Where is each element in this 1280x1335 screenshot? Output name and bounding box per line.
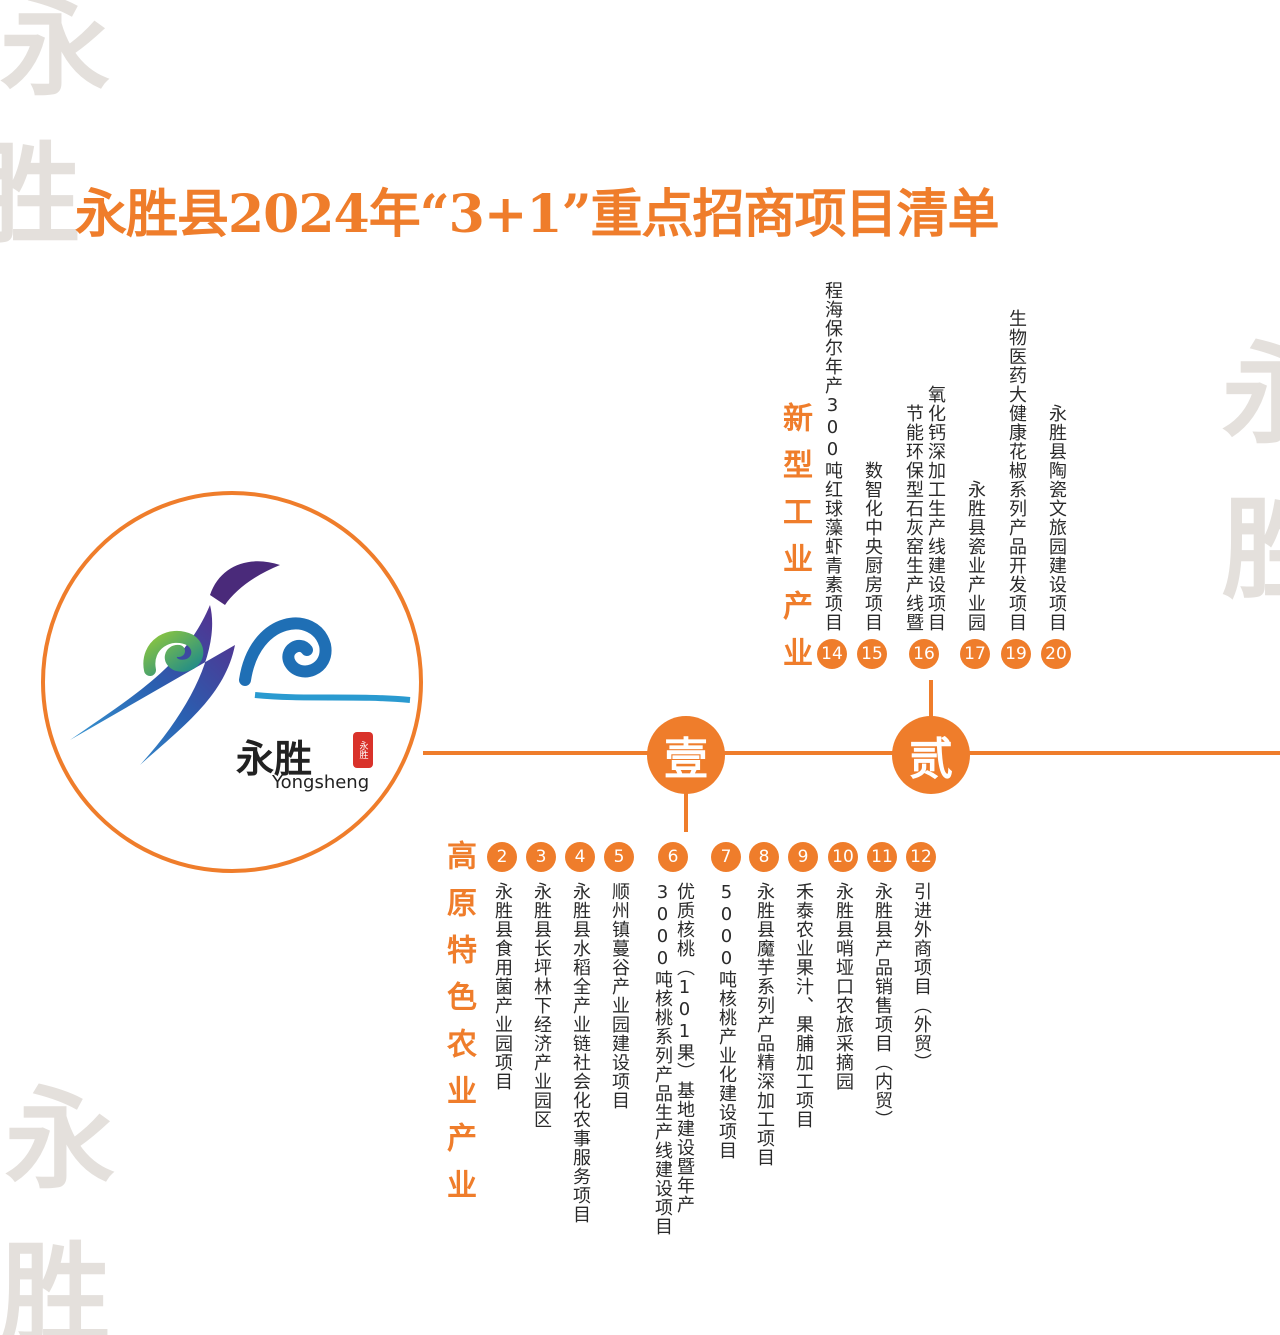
- project-name: 生物医药大健康花椒系列产品开发项目: [1006, 309, 1027, 632]
- project-item: 永胜县哨垭口农旅采摘园: [833, 882, 854, 1091]
- project-item: 永胜县食用菌产业园项目: [492, 882, 513, 1091]
- project-name: 永胜县食用菌产业园项目: [492, 882, 513, 1091]
- project-name: 顺州镇蔓谷产业园建设项目: [609, 882, 630, 1110]
- project-number-badge: 7: [711, 842, 741, 872]
- project-name: 永胜县哨垭口农旅采摘园: [833, 882, 854, 1091]
- project-name: 永胜县长坪林下经济产业园区: [531, 882, 552, 1129]
- project-name: 节能环保型石灰窑生产线暨: [903, 404, 924, 632]
- category-label-agriculture: 高原特色农业产业: [441, 840, 476, 1216]
- project-item: 引进外商项目（外贸）: [911, 882, 932, 1072]
- project-item: 5000吨核桃产业化建设项目: [716, 882, 737, 1160]
- project-number-badge: 8: [749, 842, 779, 872]
- project-number-badge: 20: [1041, 639, 1071, 669]
- project-item: 3000吨核桃系列产品生产线建设项目优质核桃（101果）基地建设暨年产: [652, 882, 695, 1236]
- project-item: 数智化中央厨房项目: [862, 461, 883, 632]
- watermark: 胜: [0, 130, 80, 259]
- section-marker-two: 贰: [892, 716, 970, 794]
- project-name: 永胜县瓷业产业园: [965, 480, 986, 632]
- project-number-badge: 15: [857, 639, 887, 669]
- watermark: 永: [5, 1075, 115, 1204]
- project-number-badge: 17: [960, 639, 990, 669]
- project-number-badge: 12: [906, 842, 936, 872]
- watermark: 胜: [0, 1230, 110, 1335]
- project-item: 永胜县瓷业产业园: [965, 480, 986, 632]
- category-label-industry: 新型工业产业: [777, 402, 812, 684]
- logo-swirl-icon: [70, 561, 411, 765]
- page-title: 永胜县2024年“3+1”重点招商项目清单: [75, 184, 999, 245]
- project-name: 优质核桃（101果）基地建设暨年产: [674, 882, 695, 1214]
- project-item: 永胜县水稻全产业链社会化农事服务项目: [570, 882, 591, 1224]
- connector-line: [929, 680, 933, 720]
- project-number-badge: 3: [526, 842, 556, 872]
- section-marker-one: 壹: [647, 716, 725, 794]
- project-name: 永胜县水稻全产业链社会化农事服务项目: [570, 882, 591, 1224]
- project-name: 永胜县产品销售项目（内贸）: [872, 882, 893, 1129]
- project-number-badge: 10: [828, 842, 858, 872]
- project-number-badge: 19: [1001, 639, 1031, 669]
- project-name: 永胜县魔芋系列产品精深加工项目: [754, 882, 775, 1167]
- project-item: 永胜县魔芋系列产品精深加工项目: [754, 882, 775, 1167]
- project-name: 5000吨核桃产业化建设项目: [716, 882, 737, 1160]
- project-name: 永胜县陶瓷文旅园建设项目: [1046, 404, 1067, 632]
- project-name: 禾泰农业果汁、果脯加工项目: [793, 882, 814, 1129]
- project-name: 3000吨核桃系列产品生产线建设项目: [652, 882, 673, 1236]
- project-number-badge: 14: [817, 639, 847, 669]
- project-item: 顺州镇蔓谷产业园建设项目: [609, 882, 630, 1110]
- project-name: 程海保尔年产300吨红球藻虾青素项目: [822, 281, 843, 632]
- project-number-badge: 9: [788, 842, 818, 872]
- project-name: 引进外商项目（外贸）: [911, 882, 932, 1072]
- connector-line: [684, 790, 688, 832]
- logo-seal: 永胜: [353, 732, 373, 768]
- project-item: 生物医药大健康花椒系列产品开发项目: [1006, 309, 1027, 632]
- project-name: 氧化钙深加工生产线建设项目: [925, 385, 946, 632]
- watermark: 胜: [1222, 485, 1280, 614]
- project-number-badge: 16: [909, 639, 939, 669]
- project-item: 永胜县产品销售项目（内贸）: [872, 882, 893, 1129]
- project-name: 数智化中央厨房项目: [862, 461, 883, 632]
- project-item: 禾泰农业果汁、果脯加工项目: [793, 882, 814, 1129]
- project-number-badge: 4: [565, 842, 595, 872]
- project-number-badge: 11: [867, 842, 897, 872]
- logo-brand-cn: 永胜: [236, 736, 313, 781]
- project-number-badge: 5: [604, 842, 634, 872]
- project-item: 永胜县陶瓷文旅园建设项目: [1046, 404, 1067, 632]
- project-item: 永胜县长坪林下经济产业园区: [531, 882, 552, 1129]
- project-number-badge: 2: [487, 842, 517, 872]
- watermark: 永: [1222, 330, 1280, 459]
- project-item: 程海保尔年产300吨红球藻虾青素项目: [822, 281, 843, 632]
- logo-brand-en: Yongsheng: [272, 772, 370, 793]
- project-number-badge: 6: [658, 842, 688, 872]
- logo-circle: 永胜: [41, 491, 423, 873]
- timeline-line: [423, 751, 1280, 755]
- project-item: 节能环保型石灰窑生产线暨氧化钙深加工生产线建设项目: [903, 385, 946, 632]
- watermark: 永: [0, 0, 110, 111]
